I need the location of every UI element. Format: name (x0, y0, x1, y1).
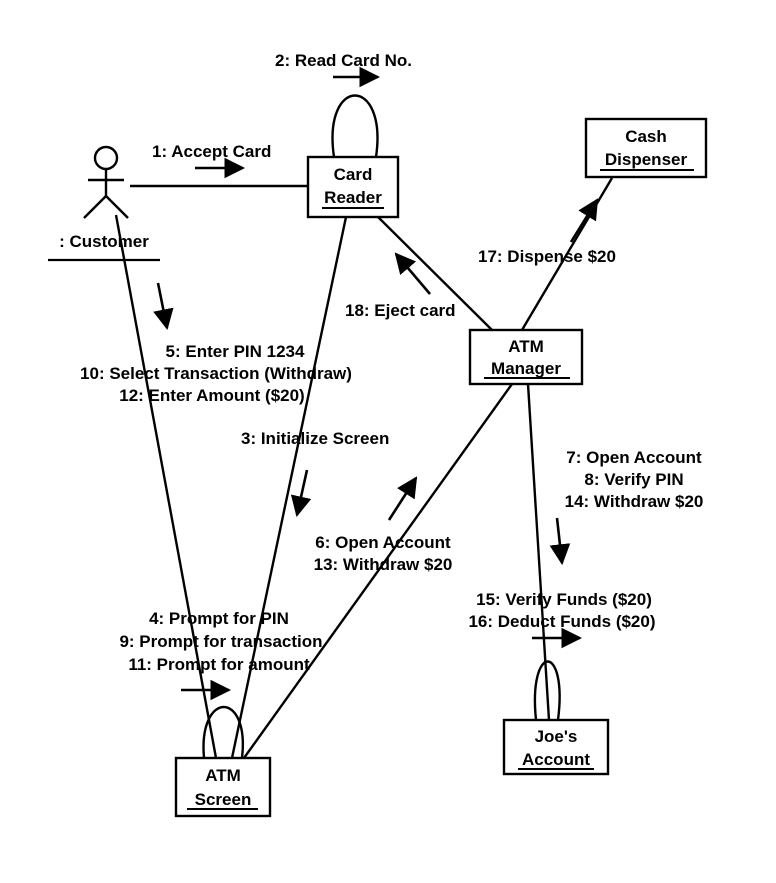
atm-manager-box (468, 328, 584, 386)
arrow-customer-messages (153, 282, 174, 331)
arrow-eject-card (394, 252, 431, 295)
msg-8-verify-pin: 8: Verify PIN (584, 470, 683, 489)
cash-dispenser-object: Cash Dispenser (584, 117, 708, 179)
link-customer-atmscreen (114, 214, 218, 759)
link-cardreader-atmmanager (377, 216, 493, 331)
msg-2-read-card-no: 2: Read Card No. (275, 51, 412, 70)
joes-account-box (502, 718, 610, 776)
joes-account-object: Joe's Account (502, 718, 610, 776)
msg-3-initialize-screen: 3: Initialize Screen (241, 429, 389, 448)
card-reader-name-line1: Card (334, 165, 373, 184)
msg-4-prompt-for-pin: 4: Prompt for PIN (149, 609, 289, 628)
atm-manager-name-line1: ATM (508, 337, 544, 356)
atm-manager-name-line2: Manager (491, 359, 561, 378)
arrow-open-account-manager (549, 517, 571, 566)
joes-account-name-line2: Account (522, 750, 590, 769)
msg-7-open-account: 7: Open Account (566, 448, 702, 467)
arrow-open-account-screen (387, 476, 418, 521)
link-cardreader-atmscreen (230, 216, 348, 759)
msg-12-enter-amount: 12: Enter Amount ($20) (119, 386, 304, 405)
msg-5-enter-pin: 5: Enter PIN 1234 (166, 342, 305, 361)
card-reader-name-line2: Reader (324, 188, 382, 207)
msg-1-accept-card: 1: Accept Card (152, 142, 271, 161)
msg-10-select-transaction: 10: Select Transaction (Withdraw) (80, 364, 352, 383)
atm-manager-object: ATM Manager (468, 328, 584, 386)
stick-figure-icon (83, 145, 129, 219)
message-arrows (153, 66, 599, 701)
msg-11-prompt-for-amount: 11: Prompt for amount (128, 655, 310, 674)
cash-dispenser-name-line1: Cash (625, 127, 667, 146)
self-loop-atmscreen (202, 705, 245, 759)
arrow-initialize-screen (290, 469, 312, 518)
msg-13-withdraw: 13: Withdraw $20 (314, 555, 453, 574)
link-atmmanager-joesaccount (526, 383, 551, 721)
atm-screen-box (174, 756, 272, 818)
msg-9-prompt-for-transaction: 9: Prompt for transaction (119, 632, 322, 651)
link-atmmanager-atmscreen (243, 383, 513, 759)
joes-account-name-line1: Joe's (535, 727, 578, 746)
links (114, 94, 614, 759)
msg-18-eject-card: 18: Eject card (345, 301, 456, 320)
card-reader-object: Card Reader (306, 155, 400, 219)
customer-actor: : Customer (48, 145, 160, 262)
atm-screen-name-line1: ATM (205, 766, 241, 785)
message-labels: 2: Read Card No. 1: Accept Card 5: Enter… (80, 51, 703, 674)
self-loop-joesaccount (533, 660, 561, 721)
msg-17-dispense: 17: Dispense $20 (478, 247, 616, 266)
atm-screen-object: ATM Screen (174, 756, 272, 818)
cash-dispenser-name-line2: Dispenser (605, 150, 688, 169)
cash-dispenser-box (584, 117, 708, 179)
msg-14-withdraw: 14: Withdraw $20 (565, 492, 704, 511)
msg-16-deduct-funds: 16: Deduct Funds ($20) (468, 612, 655, 631)
msg-6-open-account: 6: Open Account (315, 533, 451, 552)
customer-label: : Customer (59, 232, 149, 251)
self-loop-cardreader (331, 94, 379, 158)
msg-15-verify-funds: 15: Verify Funds ($20) (476, 590, 652, 609)
arrow-dispense (569, 198, 599, 243)
atm-screen-name-line2: Screen (195, 790, 252, 809)
